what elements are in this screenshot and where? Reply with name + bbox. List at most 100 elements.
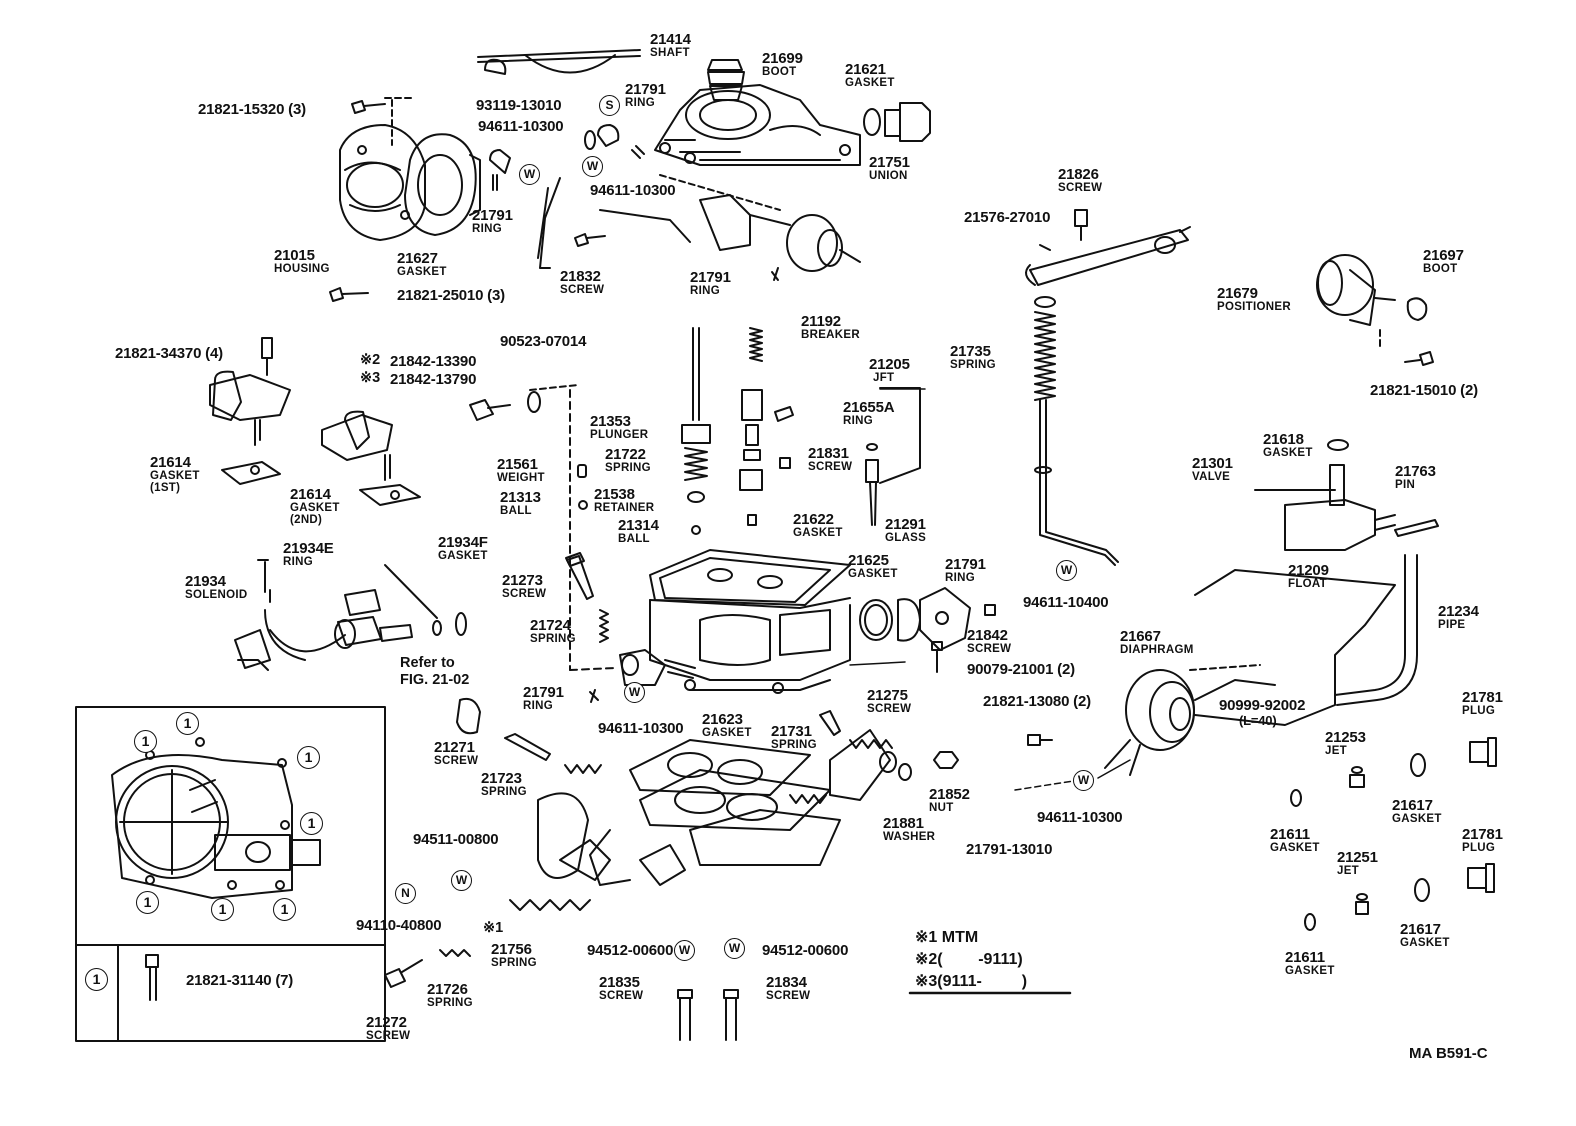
- part-name: SHAFT: [650, 47, 690, 59]
- part-number: 21272: [366, 1014, 407, 1031]
- part-number: 21273: [502, 572, 543, 589]
- part-number: 21667: [1120, 628, 1161, 645]
- part-name: BALL: [500, 505, 532, 517]
- jets-plugs-drawing: [1027, 734, 1497, 931]
- housing-screws-drawing: [329, 97, 416, 302]
- part-label-90523-07014: 90523-07014: [500, 334, 586, 349]
- part-label-94611-10300-d: 94611-10300: [1037, 809, 1123, 826]
- part-number: 21679: [1217, 285, 1258, 302]
- part-name: RING: [472, 223, 502, 235]
- part-name: NUT: [929, 802, 954, 814]
- part-name: GASKET: [397, 266, 447, 278]
- part-number: 21301: [1192, 455, 1233, 472]
- sight-glass-drawing: [859, 587, 996, 673]
- part-number: 90079-21001 (2): [967, 661, 1075, 678]
- part-number: 21832: [560, 268, 601, 285]
- part-name: VALVE: [1192, 471, 1231, 483]
- part-name: GASKET: [1285, 965, 1335, 977]
- positioner-link-drawing: [1025, 209, 1191, 286]
- part-number: 21731: [771, 723, 812, 740]
- part-name: HOUSING: [274, 263, 330, 275]
- s-symbol: S: [599, 95, 620, 116]
- part-number: 21617: [1392, 797, 1433, 814]
- part-name: POSITIONER: [1217, 301, 1291, 313]
- part-name: SCREW: [599, 990, 644, 1002]
- part-label-21821-15010: 21821-15010 (2): [1370, 383, 1478, 398]
- part-name: GLASS: [885, 532, 927, 544]
- part-name: GASKET: [150, 470, 200, 482]
- part-name: RING: [690, 285, 720, 297]
- part-name: PIN: [1395, 479, 1416, 491]
- part-number: 21722: [605, 446, 646, 463]
- spring-rod-drawing: [1034, 296, 1119, 566]
- part-label-94512-00600-b: 94512-00600: [762, 943, 848, 958]
- part-name: GASKET: [1392, 813, 1442, 825]
- part-name: GASKET: [1263, 447, 1313, 459]
- part-number: 21821-15010 (2): [1370, 382, 1478, 399]
- inset-key-1: 1: [136, 891, 159, 914]
- part-name: JET: [1325, 745, 1347, 757]
- part-number: 90999-92002: [1219, 697, 1306, 714]
- part-label-94512-00600-a: 94512-00600: [587, 943, 673, 958]
- part-number: 21291: [885, 516, 926, 533]
- part-number: 93119-13010: [476, 97, 562, 114]
- diagram-id: MA B591-C: [1409, 1045, 1488, 1062]
- part-number: 21791-13010: [966, 841, 1053, 858]
- part-name: SCREW: [967, 643, 1012, 655]
- part-number: 21313: [500, 489, 541, 506]
- part-number: 21625: [848, 552, 889, 569]
- air-horn-drawing: [654, 84, 861, 166]
- part-number: 94611-10300: [1037, 809, 1123, 826]
- w-symbol: W: [1073, 770, 1094, 791]
- inset-key-1: 1: [134, 730, 157, 753]
- figure-reference-line2: FIG. 21-02: [400, 672, 470, 688]
- part-number: 90523-07014: [500, 333, 587, 350]
- part-number: 21791: [625, 81, 666, 98]
- part-name: PIPE: [1438, 619, 1466, 631]
- part-number: 21623: [702, 711, 743, 728]
- part-name: PLUG: [1462, 705, 1496, 717]
- part-number: 94611-10300: [478, 118, 564, 135]
- part-name: BALL: [618, 533, 650, 545]
- part-number: 21611: [1285, 949, 1325, 966]
- part-label-94110-40800: 94110-40800: [356, 918, 442, 933]
- part-number: 21821-15320 (3): [198, 101, 306, 118]
- part-number: 21353: [590, 413, 631, 430]
- breaker-drawing: [574, 174, 861, 281]
- w-symbol: W: [582, 156, 603, 177]
- choke-breaker-drawing: [209, 337, 579, 506]
- union-drawing: [863, 102, 931, 142]
- boot-drawing: [707, 59, 745, 101]
- w-symbol: W: [451, 870, 472, 891]
- figure-reference: Refer to FIG. 21-02: [400, 655, 469, 689]
